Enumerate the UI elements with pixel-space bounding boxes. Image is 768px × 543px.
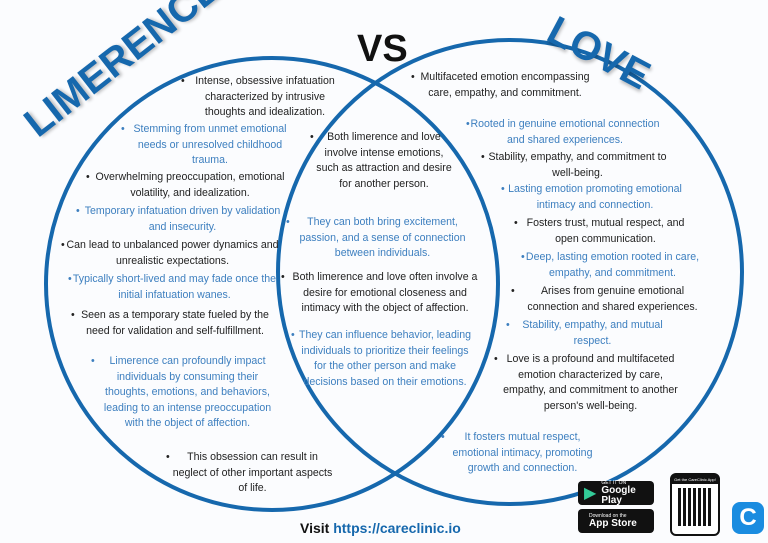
limerence-point: Overwhelming preoccupation, emotional vo… xyxy=(86,170,290,201)
limerence-point: Limerence can profoundly impact individu… xyxy=(91,354,280,432)
love-point: Multifaceted emotion encompassing care, … xyxy=(411,70,595,101)
love-point: It fosters mutual respect, emotional int… xyxy=(441,430,600,477)
visit-label: Visit xyxy=(300,520,330,536)
visit-text: Visit https://careclinic.io xyxy=(300,520,461,536)
limerence-point: Seen as a temporary state fueled by the … xyxy=(71,308,275,339)
love-point: Lasting emotion promoting emotional inti… xyxy=(501,182,685,213)
love-point: Stability, empathy, and mutual respect. xyxy=(506,318,675,349)
limerence-point: This obsession can result in neglect of … xyxy=(166,450,335,497)
limerence-point: Can lead to unbalanced power dynamics an… xyxy=(61,238,280,269)
limerence-circle xyxy=(44,56,500,512)
app-store-label: App Store xyxy=(589,518,637,529)
limerence-point: Intense, obsessive infatuation character… xyxy=(181,74,345,121)
love-circle xyxy=(276,38,744,506)
limerence-point: Temporary infatuation driven by validati… xyxy=(76,204,285,235)
qr-pattern xyxy=(678,488,712,526)
app-store-small: Download on the xyxy=(589,513,627,519)
love-point: Love is a profound and multifaceted emot… xyxy=(494,352,683,414)
shared-point: They can influence behavior, leading ind… xyxy=(291,328,475,390)
qr-label: Get the CareClinic App! xyxy=(672,475,718,484)
shared-point: Both limerence and love involve intense … xyxy=(310,130,454,192)
website-link[interactable]: https://careclinic.io xyxy=(333,520,461,536)
love-point: Fosters trust, mutual respect, and open … xyxy=(514,216,693,247)
google-play-label: Google Play xyxy=(601,485,636,506)
love-point: Rooted in genuine emotional connection a… xyxy=(466,117,660,148)
careclinic-logo-icon: C xyxy=(732,502,764,534)
google-play-icon: ▶ xyxy=(584,485,597,502)
limerence-point: Typically short-lived and may fade once … xyxy=(68,272,277,303)
love-point: Deep, lasting emotion rooted in care, em… xyxy=(521,250,700,281)
shared-point: Both limerence and love often involve a … xyxy=(281,270,485,317)
google-play-small: GET IT ON xyxy=(601,480,627,486)
vs-label: VS xyxy=(357,28,408,70)
shared-point: They can both bring excitement, passion,… xyxy=(286,215,475,262)
love-point: Arises from genuine emotional connection… xyxy=(511,284,710,315)
limerence-point: Stemming from unmet emotional needs or u… xyxy=(121,122,295,169)
qr-code[interactable]: Get the CareClinic App! xyxy=(670,473,720,536)
love-point: Stability, empathy, and commitment to we… xyxy=(481,150,670,181)
